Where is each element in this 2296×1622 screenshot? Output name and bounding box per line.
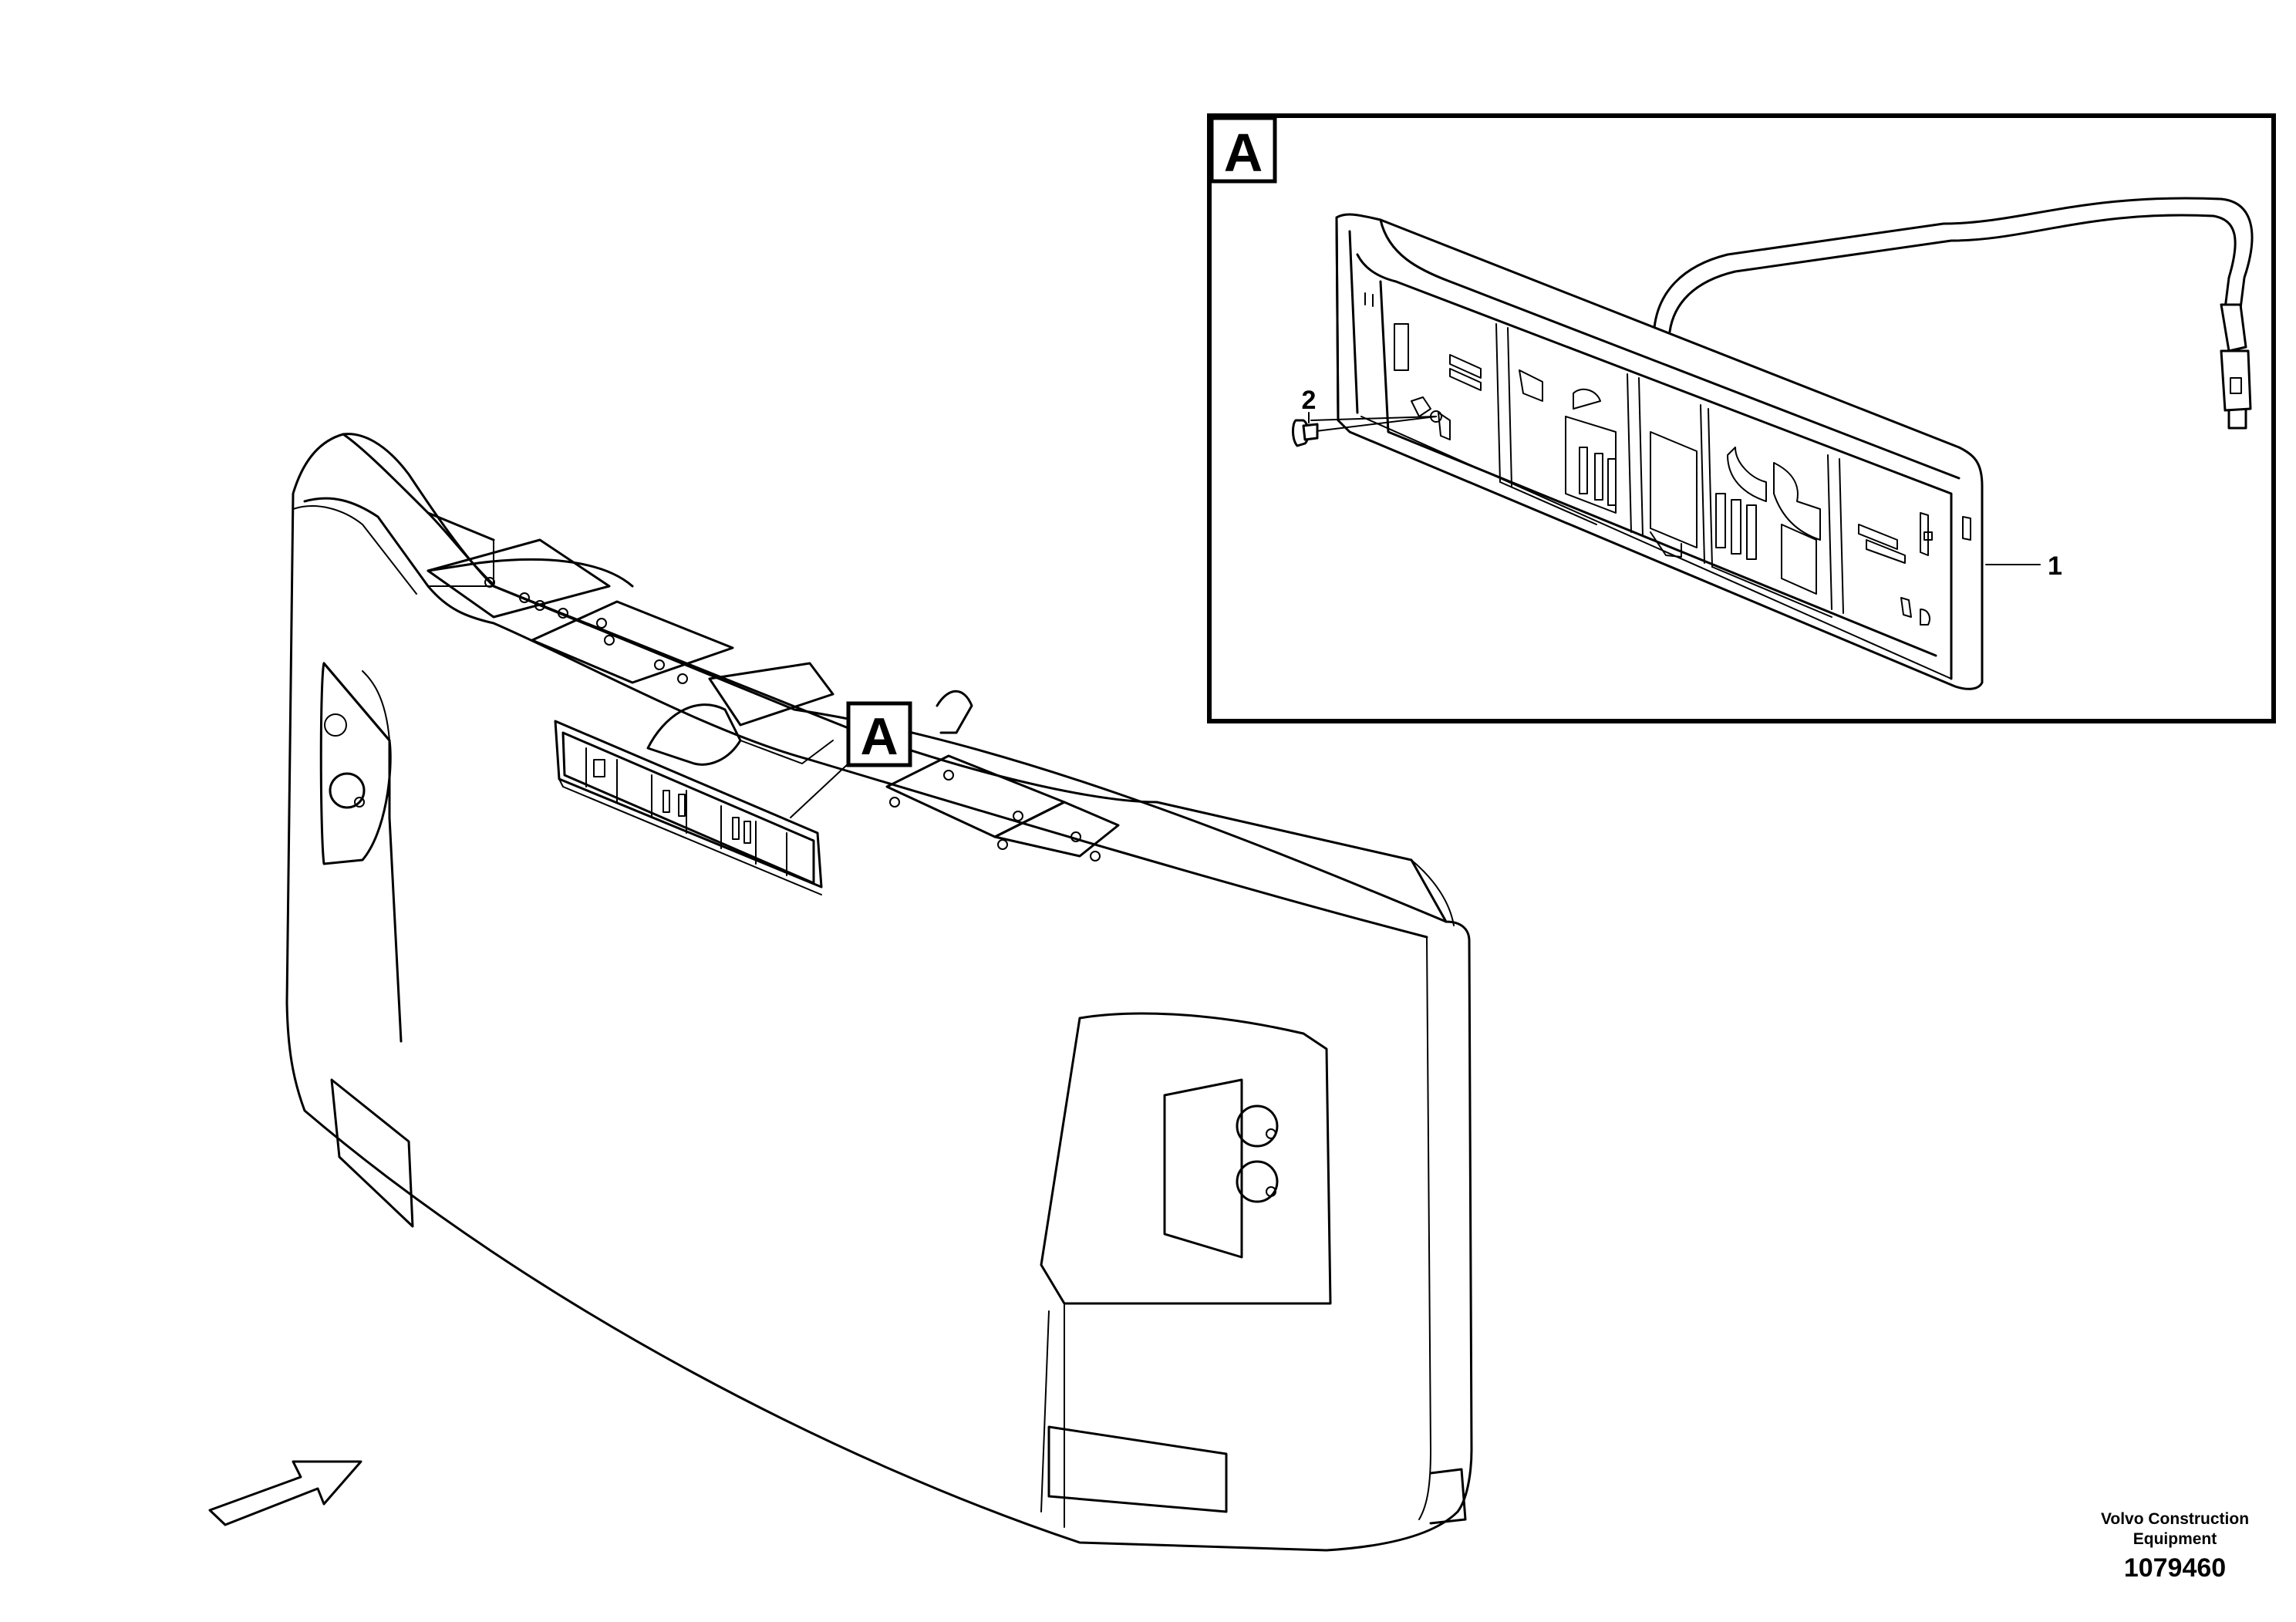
plate-screw[interactable]	[1292, 416, 1437, 447]
item-label-2: 2	[1302, 386, 1317, 415]
callout-detail-a: A	[1224, 123, 1263, 183]
number-plate-installed	[554, 720, 823, 895]
number-plate-holder[interactable]	[1335, 213, 1984, 690]
main-view-callout: A	[790, 701, 912, 818]
direction-arrow	[208, 1460, 362, 1526]
counterweight-body	[285, 433, 1473, 1552]
item-label-1: 1	[2048, 551, 2062, 581]
drawing-number: 1079460	[2123, 1553, 2227, 1583]
detail-view-a: A	[1207, 113, 2276, 723]
brand-line-2: Equipment	[2132, 1530, 2217, 1548]
callout-main-a: A	[860, 707, 898, 766]
brand-line-1: Volvo Construction	[2100, 1510, 2250, 1528]
plate-light-cable	[1653, 197, 2254, 430]
